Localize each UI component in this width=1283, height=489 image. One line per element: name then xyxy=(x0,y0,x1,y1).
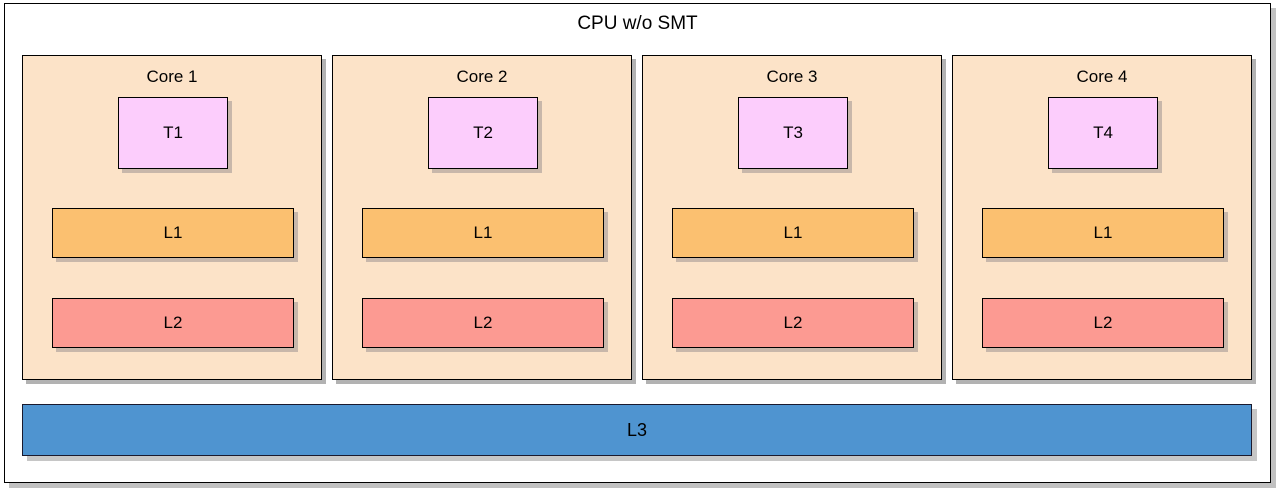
l2-cache-core-4[interactable]: L2 xyxy=(982,298,1224,348)
l1-cache-core-4[interactable]: L1 xyxy=(982,208,1224,258)
l1-cache-core-3[interactable]: L1 xyxy=(672,208,914,258)
thread-block-t1[interactable]: T1 xyxy=(118,97,228,169)
l2-cache-core-1[interactable]: L2 xyxy=(52,298,294,348)
thread-block-t2[interactable]: T2 xyxy=(428,97,538,169)
core-label-3: Core 3 xyxy=(766,67,818,86)
core-label-1: Core 1 xyxy=(146,67,198,86)
thread-block-t3[interactable]: T3 xyxy=(738,97,848,169)
l2-cache-core-3[interactable]: L2 xyxy=(672,298,914,348)
core-block-4[interactable]: Core 4 T4 L1 L2 xyxy=(952,55,1252,380)
core-label-2: Core 2 xyxy=(456,67,508,86)
cpu-title: CPU w/o SMT xyxy=(577,13,698,34)
core-block-3[interactable]: Core 3 T3 L1 L2 xyxy=(642,55,942,380)
l2-cache-core-2[interactable]: L2 xyxy=(362,298,604,348)
core-block-2[interactable]: Core 2 T2 L1 L2 xyxy=(332,55,632,380)
thread-block-t4[interactable]: T4 xyxy=(1048,97,1158,169)
core-label-4: Core 4 xyxy=(1076,67,1128,86)
l3-shared-cache[interactable]: L3 xyxy=(22,404,1252,456)
cpu-package-frame: CPU w/o SMT Core 1 T1 L1 L2 Core 2 T2 L1… xyxy=(4,3,1271,483)
core-block-1[interactable]: Core 1 T1 L1 L2 xyxy=(22,55,322,380)
l1-cache-core-2[interactable]: L1 xyxy=(362,208,604,258)
l1-cache-core-1[interactable]: L1 xyxy=(52,208,294,258)
